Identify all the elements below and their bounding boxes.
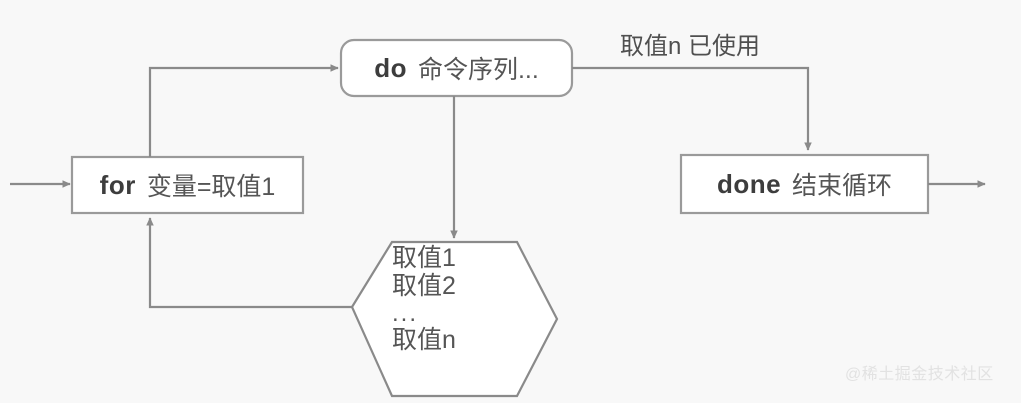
- for-box: [70, 155, 305, 215]
- edge-do-to-done: [572, 66, 812, 151]
- do-box: [339, 38, 574, 98]
- watermark: @稀土掘金技术社区: [845, 366, 994, 383]
- edge-for-to-do: [148, 64, 339, 157]
- edge-values-to-for: [146, 217, 352, 309]
- values-hexagon: [350, 240, 559, 398]
- done-box: [679, 153, 930, 215]
